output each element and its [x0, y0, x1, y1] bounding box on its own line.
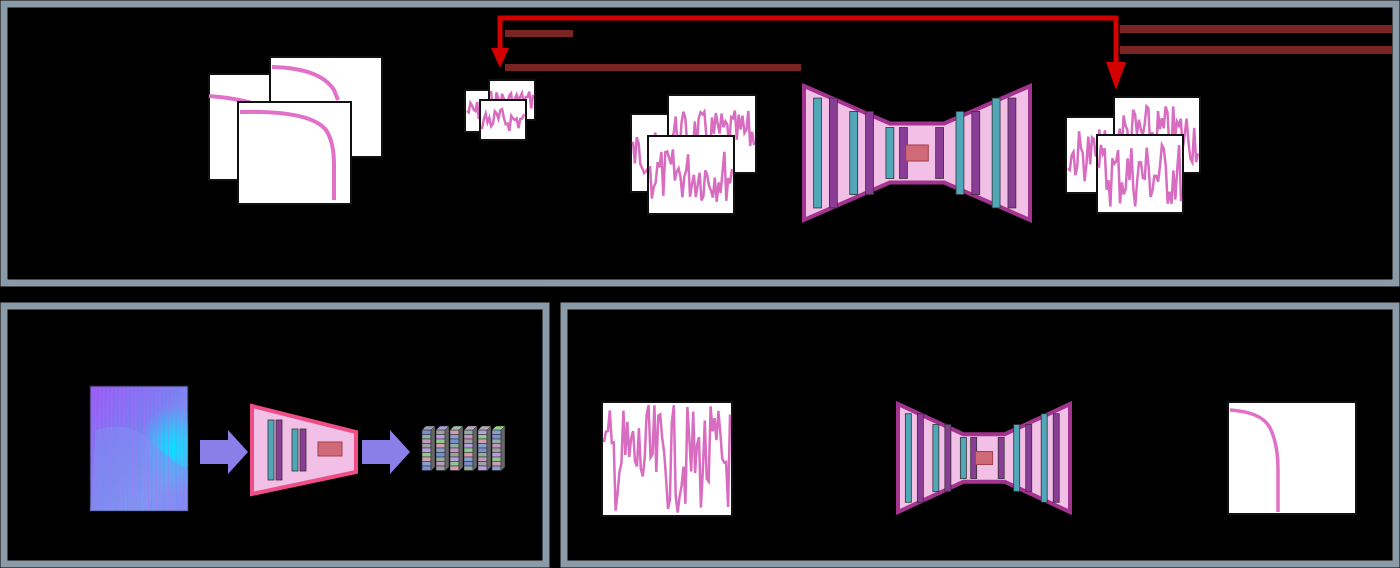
diffusion-unet-icon: [896, 400, 1072, 516]
encoder-icon: [250, 403, 358, 497]
embedding-tokens-icon: [421, 425, 506, 472]
label-underlines: [505, 25, 1392, 71]
noisy-signal-stack-icon: [1065, 96, 1201, 214]
arrow-right-icon: [362, 430, 410, 474]
noisy-signal-stack-icon: [464, 79, 536, 141]
arrow-right-icon: [200, 430, 248, 474]
encoding-panel: [0, 302, 550, 568]
noisy-signal-stack-icon: [630, 94, 757, 215]
diffusion-unet-icon: [802, 82, 1032, 224]
spectrogram-icon: [89, 385, 189, 512]
curve-stack-icon: [208, 56, 383, 205]
training-panel: [0, 0, 1400, 287]
clean-curve-icon: [1227, 401, 1357, 515]
red-feedback-arrow-icon: [491, 15, 1126, 90]
inference-panel: [560, 302, 1400, 568]
noisy-signal-icon: [601, 401, 733, 517]
